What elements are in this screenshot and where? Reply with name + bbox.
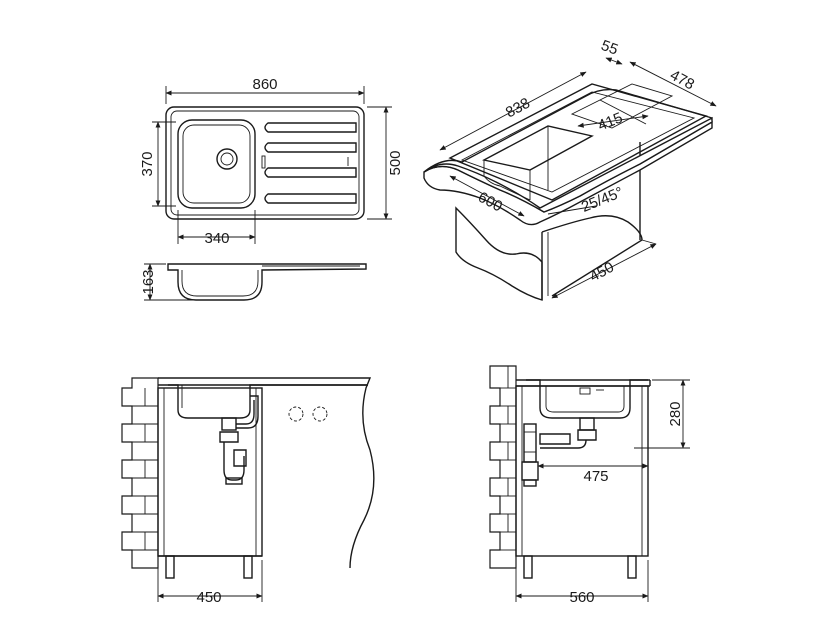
width-860-label: 860 [252, 76, 277, 93]
rim-55-label: 55 [599, 37, 620, 59]
bowl-depth-370-label: 370 [139, 151, 156, 176]
drainer-415-label: 415 [596, 109, 626, 134]
depth-500-label: 500 [387, 150, 404, 175]
depth-478-label: 478 [667, 67, 697, 94]
front-install-view: 450 [121, 377, 375, 606]
cabinet-depth-560-label: 560 [569, 589, 594, 606]
bowl-width-340-label: 340 [204, 230, 229, 247]
side-install-view: 280 475 560 [489, 365, 690, 606]
top-view: 860 500 370 340 [139, 76, 404, 247]
brick-wall-right [489, 365, 517, 569]
brick-wall-left [121, 377, 159, 569]
drain-475-label: 475 [583, 468, 608, 485]
height-163-label: 163 [140, 269, 157, 294]
cabinet-450-label: 450 [587, 259, 617, 286]
side-view: 163 [140, 263, 367, 301]
cabinet-width-450-label: 450 [196, 589, 221, 606]
iso-view: 838 55 478 415 600 25/45° 450 [423, 37, 717, 301]
height-280-label: 280 [667, 401, 684, 426]
